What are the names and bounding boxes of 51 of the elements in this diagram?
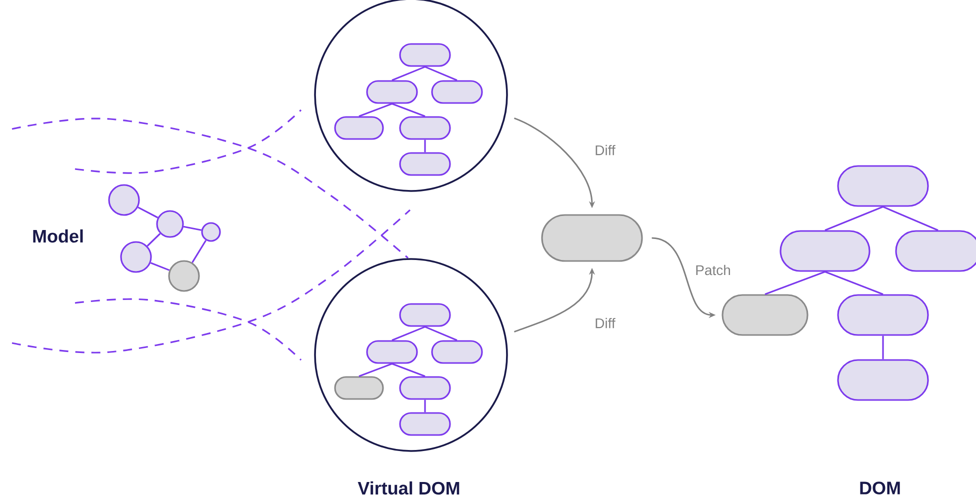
- connector-line: [882, 206, 938, 231]
- tree-node-box: [399, 412, 451, 436]
- label: Model: [33, 229, 83, 243]
- connector-line: [424, 400, 426, 412]
- connector-line: [882, 336, 884, 360]
- connector-line: [424, 66, 458, 81]
- connector-line: [392, 326, 426, 341]
- connector-line: [392, 66, 426, 81]
- connector-line: [138, 206, 158, 218]
- large-circle: [314, 258, 508, 452]
- tree-node-box: [366, 80, 418, 104]
- connector-line: [358, 363, 392, 377]
- tree-node-box: [399, 303, 451, 327]
- connector-line: [824, 271, 884, 295]
- model-ball: [168, 260, 200, 292]
- tree-node-box: [399, 43, 451, 67]
- connector-line: [146, 233, 161, 247]
- model-ball: [201, 222, 221, 242]
- tree-node-box: [366, 340, 418, 364]
- edge-label: Diff: [594, 144, 616, 156]
- tree-node-box: [431, 340, 483, 364]
- connector-line: [392, 363, 426, 377]
- tree-node-box: [541, 214, 643, 262]
- label: DOM: [860, 482, 900, 494]
- tree-node-box: [722, 294, 808, 336]
- model-ball: [120, 241, 152, 273]
- connector-line: [424, 140, 426, 152]
- tree-node-box: [780, 230, 870, 272]
- tree-node-box: [399, 116, 451, 140]
- connector-line: [358, 103, 392, 117]
- model-ball: [156, 210, 184, 238]
- tree-node-box: [399, 376, 451, 400]
- tree-node-box: [837, 165, 929, 207]
- tree-node-box: [837, 294, 929, 336]
- tree-node-box: [334, 376, 384, 400]
- connector-line: [764, 271, 826, 295]
- tree-node-box: [334, 116, 384, 140]
- tree-node-box: [837, 359, 929, 401]
- label: Virtual DOM: [358, 481, 460, 495]
- connector-line: [824, 206, 884, 231]
- connector-line: [150, 262, 170, 271]
- connector-line: [424, 326, 458, 341]
- tree-node-box: [399, 152, 451, 176]
- edge-label: Patch: [694, 264, 732, 276]
- tree-node-box: [431, 80, 483, 104]
- model-ball: [108, 184, 140, 216]
- edge-label: Diff: [594, 316, 616, 330]
- connector-line: [192, 240, 207, 263]
- connector-line: [392, 103, 426, 117]
- connector-line: [183, 226, 202, 231]
- tree-node-box: [895, 230, 976, 272]
